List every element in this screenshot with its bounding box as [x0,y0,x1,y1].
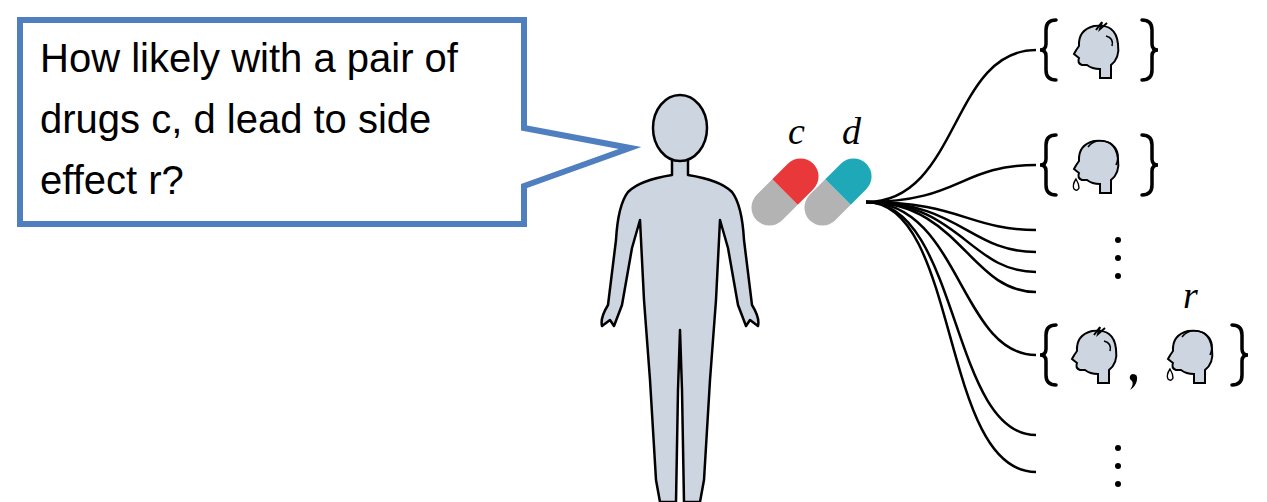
callout-text: How likely with a pair of drugs c, d lea… [40,28,504,211]
dizziness-icon [1167,331,1212,383]
human-figure [602,95,759,502]
vertical-ellipsis [1115,237,1121,487]
callout-outline [20,20,630,224]
headache-icon [1072,327,1116,383]
symbol-label: d [842,112,861,150]
dizziness-icon [1073,141,1118,193]
headache-icon [1074,22,1118,78]
symbol-label: c [788,112,805,150]
callout-box: How likely with a pair of drugs c, d lea… [20,20,524,224]
symbol-label: r [1183,276,1198,314]
outcome-lines [866,50,1036,472]
set-braces [1040,20,1248,385]
comma [1130,374,1137,390]
pill-d [797,151,879,233]
